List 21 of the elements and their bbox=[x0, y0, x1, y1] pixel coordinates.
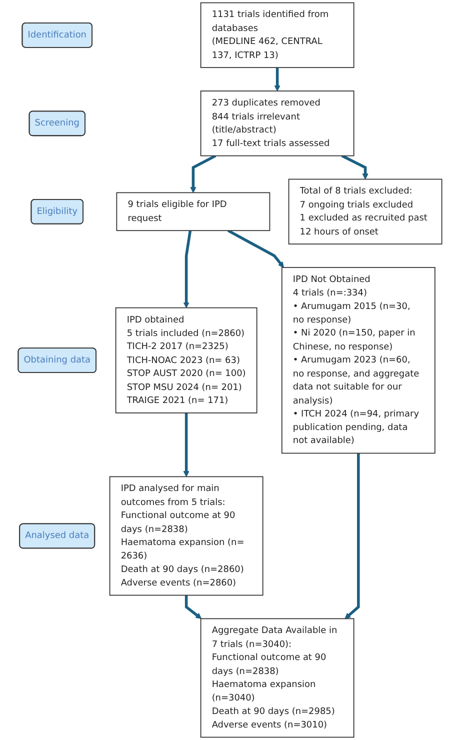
arrow bbox=[341, 154, 368, 180]
arrow bbox=[184, 595, 202, 619]
process-box: IPD analysed for main outcomes from 5 trials: Functional outcome at 90 days (n=2838) Haematoma expansion (n= 2636) Death at 90 days (n=2860) Adverse events (n=2860) bbox=[109, 476, 264, 596]
stage-box: Identification bbox=[22, 22, 92, 48]
process-box: IPD Not Obtained 4 trials (n=:334) • Arumugam 2015 (n=30, no response) • Ni 2020 (n=150, paper in Chinese, no response) • Arumugam 2023 (n=60, no response, and aggregate data not suitable for our analysis) • ITCH 2024 (n=94, primary publication pending, data not available) bbox=[281, 267, 436, 454]
process-box: 1131 trials identified from databases (MEDLINE 462, CENTRAL 137, ICTRP 13) bbox=[200, 2, 354, 68]
process-box: 273 duplicates removed 844 trials irrelevant (title/abstract) 17 full-text trials assessed bbox=[200, 90, 354, 156]
process-box: Aggregate Data Available in 7 trials (n=3040): Functional outcome at 90 days (n=2838) Haematoma expansion (n=3040) Death at 90 days (n=2985) Adverse events (n=3010) bbox=[200, 618, 354, 738]
arrow bbox=[190, 154, 216, 193]
process-box: Total of 8 trials excluded: 7 ongoing trials excluded 1 excluded as recruited past 12 hours of onset bbox=[288, 178, 442, 244]
stage-box: Eligibility bbox=[30, 198, 84, 224]
arrow bbox=[274, 68, 280, 92]
process-box: 9 trials eligible for IPD request bbox=[116, 192, 270, 232]
arrow bbox=[183, 412, 190, 477]
stage-box: Analysed data bbox=[19, 523, 96, 549]
arrow bbox=[344, 453, 360, 619]
stage-box: Screening bbox=[28, 110, 86, 136]
arrow bbox=[183, 230, 192, 308]
process-box: IPD obtained 5 trials included (n=2860) TICH-2 2017 (n=2325) TICH-NOAC 2023 (n= 63) STOP AUST 2020 (n= 100) STOP MSU 2024 (n= 201) TRAIGE 2021 (n= 171) bbox=[115, 307, 258, 414]
stage-box: Obtaining data bbox=[18, 348, 96, 374]
arrow bbox=[227, 229, 284, 268]
